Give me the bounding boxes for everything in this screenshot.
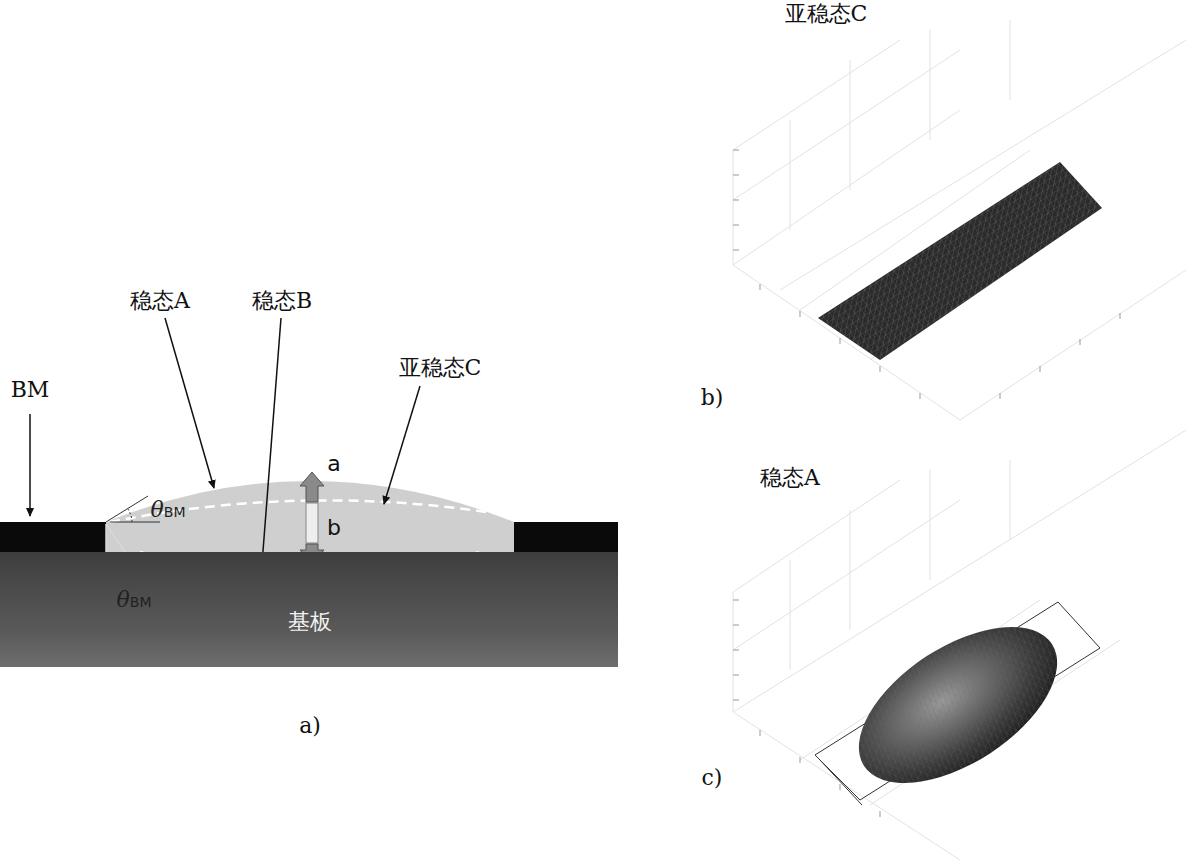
part-label: BM bbox=[11, 378, 50, 402]
arrow-shaft bbox=[306, 503, 318, 543]
panel-label: a) bbox=[299, 714, 321, 738]
angle-label: θBM bbox=[117, 588, 152, 612]
leader-line bbox=[262, 318, 281, 564]
mesh bbox=[832, 595, 1083, 814]
droplet-3d bbox=[832, 595, 1083, 814]
arrow-up bbox=[300, 472, 324, 502]
substrate: 基板 bbox=[0, 552, 618, 667]
panel-label: c) bbox=[702, 766, 723, 790]
leader-line bbox=[384, 386, 420, 504]
mesh bbox=[818, 162, 1102, 360]
grid-box bbox=[733, 20, 1186, 420]
panel-title: 亚稳态C bbox=[785, 2, 868, 26]
metastable-film bbox=[818, 162, 1102, 360]
tangent-line bbox=[106, 496, 150, 522]
axis-ticks bbox=[733, 600, 880, 817]
state-label: 稳态B bbox=[252, 289, 312, 313]
panel-label: b) bbox=[701, 386, 724, 410]
grid-box bbox=[733, 430, 1186, 860]
direction-label: a bbox=[327, 452, 340, 476]
angle-label: θBM bbox=[151, 498, 186, 522]
substrate-label: 基板 bbox=[288, 607, 332, 637]
direction-label: b bbox=[327, 516, 341, 540]
state-label: 稳态A bbox=[130, 289, 190, 313]
bm-block bbox=[0, 522, 106, 552]
leader-line bbox=[165, 318, 214, 488]
bm-block bbox=[514, 522, 618, 552]
pixel-outline bbox=[820, 760, 862, 805]
tangent-line bbox=[106, 496, 148, 522]
angle-arc bbox=[128, 509, 132, 522]
state-label: 亚稳态C bbox=[399, 356, 482, 380]
axis-ticks bbox=[733, 150, 1120, 399]
leader-line bbox=[29, 414, 31, 516]
panel-title: 稳态A bbox=[760, 466, 820, 490]
